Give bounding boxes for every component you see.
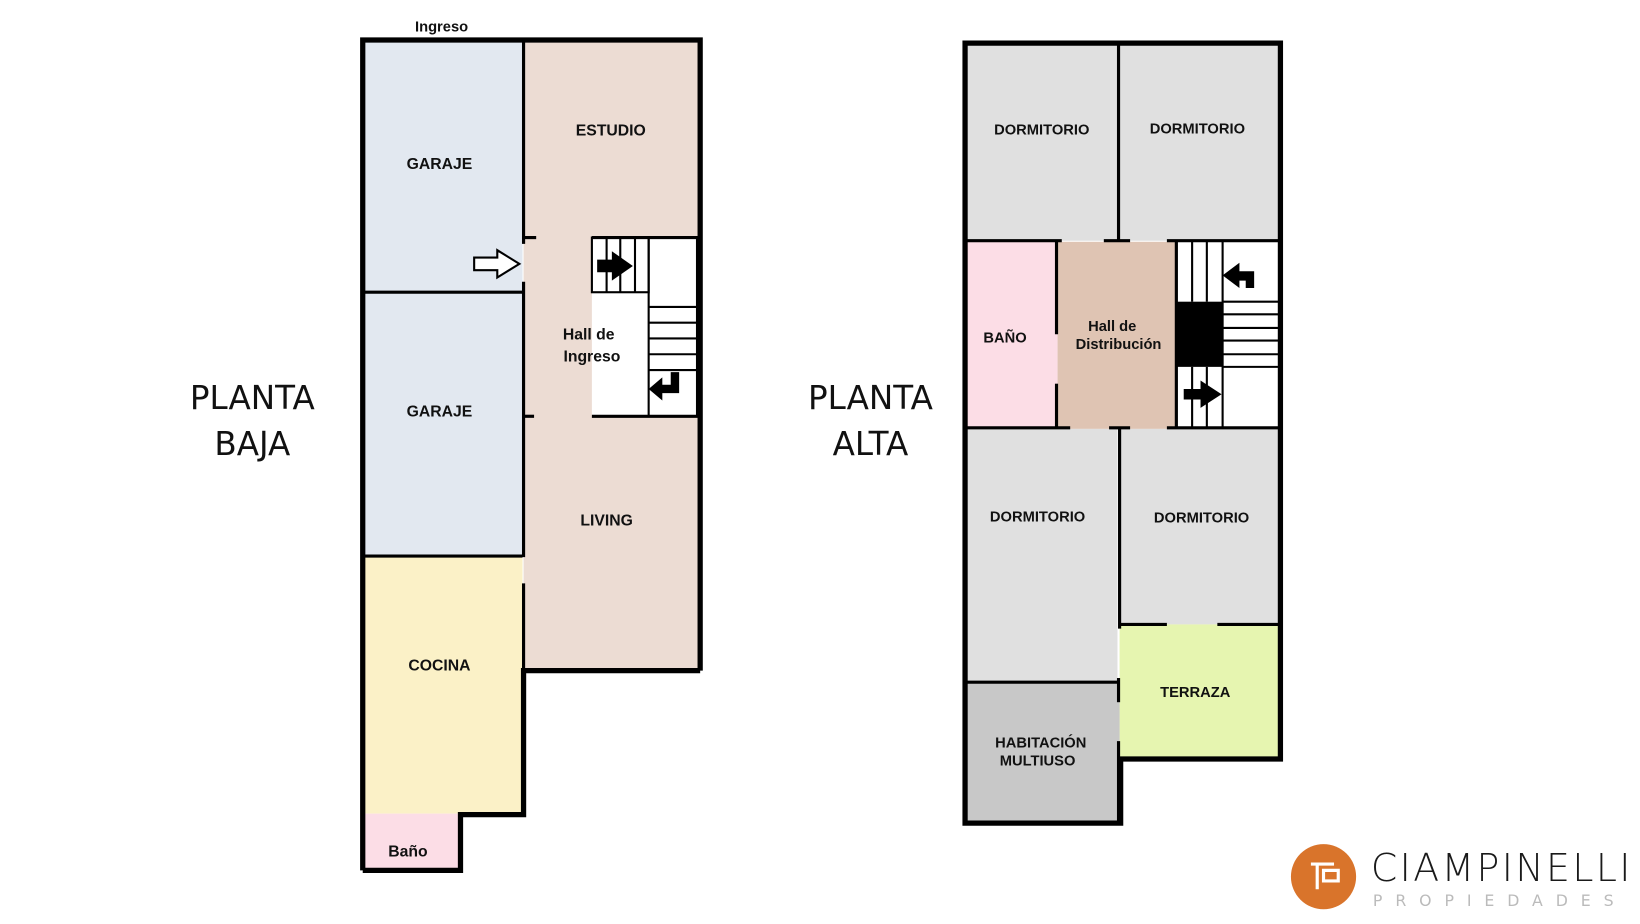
stair-arrow-right-icon [1183, 380, 1222, 408]
entrance-label: Ingreso [415, 20, 468, 36]
stair-arrow-turn-icon [648, 372, 680, 401]
label-hall-line1: Hall de [563, 327, 615, 344]
room-bedroom-tl [967, 45, 1118, 241]
label-bath-upper: BAÑO [983, 329, 1026, 347]
stair-arrow-right-icon [597, 251, 633, 281]
label-bedroom-bl: DORMITORIO [990, 509, 1085, 525]
room-hall-distribution [1057, 241, 1177, 429]
label-garage-1: GARAJE [407, 156, 473, 173]
label-kitchen: COCINA [408, 658, 470, 675]
room-bedroom-bl [967, 428, 1118, 683]
label-bath: Baño [388, 844, 427, 861]
room-bedroom-br [1120, 428, 1279, 625]
room-bath-upper [967, 241, 1058, 428]
staircase-upper [1177, 241, 1279, 428]
upper-floor-title-line1: PLANTA [808, 379, 934, 417]
label-living: LIVING [580, 513, 633, 530]
room-bedroom-tr [1119, 45, 1279, 241]
label-study: ESTUDIO [576, 123, 646, 140]
logo-tagline: PROPIEDADES [1373, 891, 1629, 910]
room-multipurpose [967, 683, 1120, 823]
ground-floor-plan: Ingreso GARAJE GARAJE COCINA Baño ESTUDI… [190, 20, 703, 874]
room-garage-2 [364, 293, 523, 557]
ground-floor-title-line1: PLANTA [190, 379, 316, 417]
label-multipurpose-line2: MULTIUSO [1000, 753, 1076, 769]
label-garage-2: GARAJE [407, 403, 473, 420]
walls [360, 37, 703, 874]
room-terrace [1119, 624, 1279, 758]
walls-upper [962, 40, 1284, 826]
entry-arrow-icon [473, 248, 522, 280]
stair-arrow-turn-icon [1222, 262, 1255, 289]
logo-name: CIAMPINELLI [1371, 846, 1630, 890]
room-kitchen [364, 557, 523, 814]
label-bedroom-tr: DORMITORIO [1150, 122, 1245, 138]
ground-floor-title-line2: BAJA [214, 425, 291, 463]
room-bath [364, 813, 461, 871]
label-bedroom-tl: DORMITORIO [994, 123, 1089, 139]
label-multipurpose-line1: HABITACIÓN [995, 733, 1086, 751]
label-hall-upper-line2: Distribución [1076, 337, 1162, 353]
label-terrace: TERRAZA [1160, 685, 1231, 701]
label-hall-line2: Ingreso [563, 349, 620, 366]
label-hall-upper-line1: Hall de [1088, 319, 1136, 335]
label-bedroom-br: DORMITORIO [1154, 510, 1249, 526]
upper-floor-plan: DORMITORIO DORMITORIO BAÑO Hall de Distr… [808, 40, 1284, 826]
upper-floor-title-line2: ALTA [833, 425, 909, 463]
company-logo: CIAMPINELLI PROPIEDADES [1290, 844, 1630, 910]
